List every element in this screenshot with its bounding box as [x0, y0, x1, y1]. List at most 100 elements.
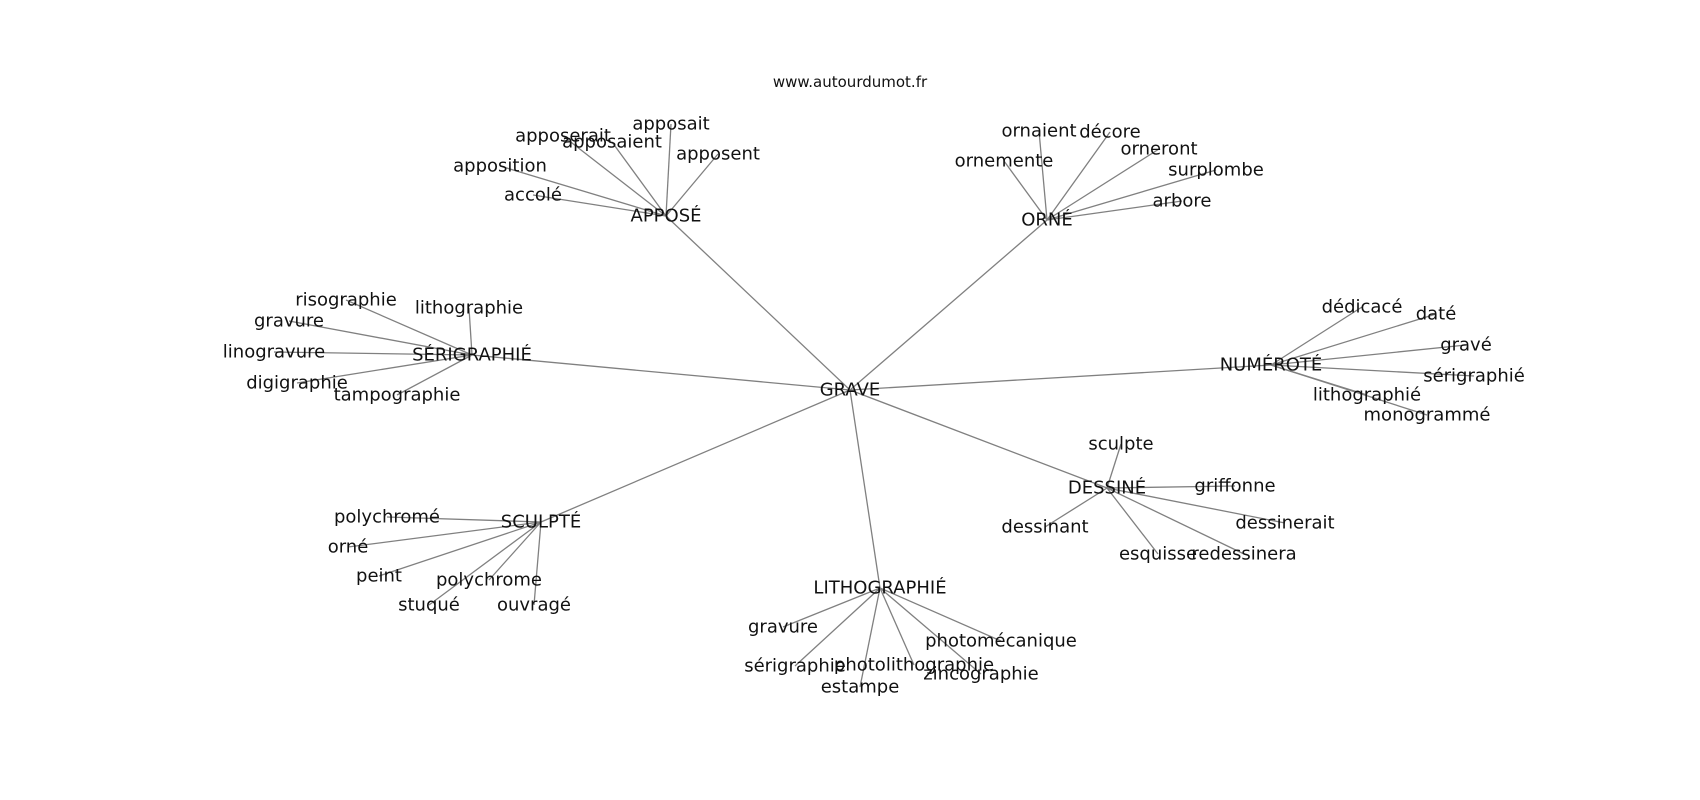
word-node: apposerait — [515, 126, 611, 147]
word-node: gravure — [748, 617, 818, 638]
word-node: tampographie — [334, 385, 461, 406]
group-node: SCULPTÉ — [501, 511, 581, 533]
graph-edge-leaf — [1270, 313, 1437, 366]
word-node: orné — [328, 537, 369, 558]
word-node: risographie — [295, 290, 397, 311]
graph-edge-center — [665, 215, 851, 391]
graph-edge-center — [540, 389, 851, 523]
graph-edge-leaf — [499, 165, 667, 217]
graph-edge-leaf — [859, 587, 881, 688]
word-node: zincographie — [923, 664, 1039, 685]
group-node: APPOSÉ — [631, 205, 702, 227]
graph-edge-leaf — [879, 587, 982, 675]
graph-edge-leaf — [1270, 364, 1475, 377]
word-node: monogrammé — [1364, 405, 1491, 426]
graph-edge-leaf — [396, 354, 473, 396]
word-node: ornemente — [955, 151, 1054, 172]
graph-edge-leaf — [533, 521, 542, 606]
graph-edges — [273, 123, 1475, 688]
group-node: SÉRIGRAPHIÉ — [412, 344, 532, 366]
graph-edge-leaf — [468, 307, 473, 356]
graph-edge-leaf — [428, 521, 542, 606]
graph-edge-leaf — [665, 123, 672, 217]
word-node: photomécanique — [925, 631, 1077, 652]
word-node: photolithographie — [834, 655, 994, 676]
word-node: gravé — [1440, 335, 1492, 356]
word-node: sérigraphie — [744, 656, 846, 677]
word-node: apposition — [453, 156, 547, 177]
word-node: apposait — [632, 114, 709, 135]
graph-edge-center — [849, 219, 1048, 391]
site-url: www.autourdumot.fr — [773, 73, 928, 91]
word-node: arbore — [1153, 191, 1212, 212]
word-node: apposaient — [562, 132, 662, 153]
word-node: peint — [356, 566, 402, 587]
word-node: sculpte — [1088, 434, 1153, 455]
graph-edge-leaf — [794, 587, 881, 667]
word-node: lithographie — [415, 298, 523, 319]
word-node: daté — [1416, 304, 1457, 325]
group-node: ORNÉ — [1021, 209, 1073, 231]
word-node: orneront — [1120, 139, 1197, 160]
graph-edge-leaf — [562, 135, 667, 217]
graph-edge-leaf — [1106, 485, 1236, 489]
graph-edge-leaf — [782, 587, 881, 628]
word-node: accolé — [504, 185, 562, 206]
word-node: estampe — [821, 677, 900, 698]
graph-edge-leaf — [1106, 443, 1122, 489]
word-node: linogravure — [223, 342, 325, 363]
word-node: ouvragé — [497, 595, 571, 616]
graph-edge-center — [849, 389, 1108, 489]
word-node: décore — [1079, 122, 1141, 143]
graph-edge-leaf — [611, 141, 667, 217]
group-node: NUMÉROTÉ — [1220, 354, 1323, 376]
word-node: digigraphie — [246, 373, 348, 394]
word-node: ornaient — [1001, 121, 1076, 142]
word-node: gravure — [254, 311, 324, 332]
graph-edge-leaf — [296, 354, 473, 384]
word-node: surplombe — [1168, 160, 1264, 181]
graph-edge-leaf — [1270, 306, 1363, 366]
graph-edge-leaf — [378, 521, 542, 577]
word-node: apposent — [676, 144, 760, 165]
word-node: sérigraphié — [1423, 366, 1525, 387]
graph-edge-leaf — [879, 587, 1002, 642]
word-node: polychromé — [334, 507, 440, 528]
graph-edge-center — [849, 364, 1272, 391]
graph-edge-leaf — [879, 587, 915, 666]
graph-edge-leaf — [345, 299, 473, 356]
group-node: DESSINÉ — [1068, 477, 1146, 499]
graph-edge-leaf — [1046, 148, 1160, 221]
graph-edge-leaf — [1046, 131, 1111, 221]
graph-edge-leaf — [1044, 487, 1108, 528]
graph-edge-leaf — [386, 516, 542, 523]
graph-edge-leaf — [532, 194, 667, 217]
graph-edge-leaf — [1270, 364, 1428, 416]
graph-edge-leaf — [273, 351, 473, 356]
graph-edge-leaf — [1046, 169, 1217, 221]
graph-edge-leaf — [1106, 487, 1159, 555]
graph-edge-leaf — [1038, 130, 1048, 221]
graph-edge-leaf — [347, 521, 542, 548]
word-node: stuqué — [398, 595, 460, 616]
graph-edge-leaf — [1106, 487, 1245, 555]
word-node: dessinant — [1001, 517, 1088, 538]
word-node: dédicacé — [1322, 297, 1403, 318]
graph-edge-leaf — [665, 153, 719, 217]
graph-edge-leaf — [488, 521, 542, 581]
graph-edge-leaf — [1003, 160, 1048, 221]
word-node: griffonne — [1194, 476, 1275, 497]
graph-edge-leaf — [1106, 487, 1286, 524]
graph-edge-leaf — [1046, 200, 1183, 221]
word-node: redessinera — [1191, 544, 1296, 565]
word-node: lithographié — [1313, 385, 1421, 406]
graph-edge-leaf — [288, 320, 473, 356]
word-node: esquisse — [1119, 544, 1197, 565]
graph-edge-leaf — [1270, 344, 1467, 366]
word-node: polychrome — [436, 570, 542, 591]
graph-edge-center — [471, 354, 851, 391]
center-node: GRAVE — [820, 380, 881, 401]
graph-edge-center — [849, 389, 881, 589]
